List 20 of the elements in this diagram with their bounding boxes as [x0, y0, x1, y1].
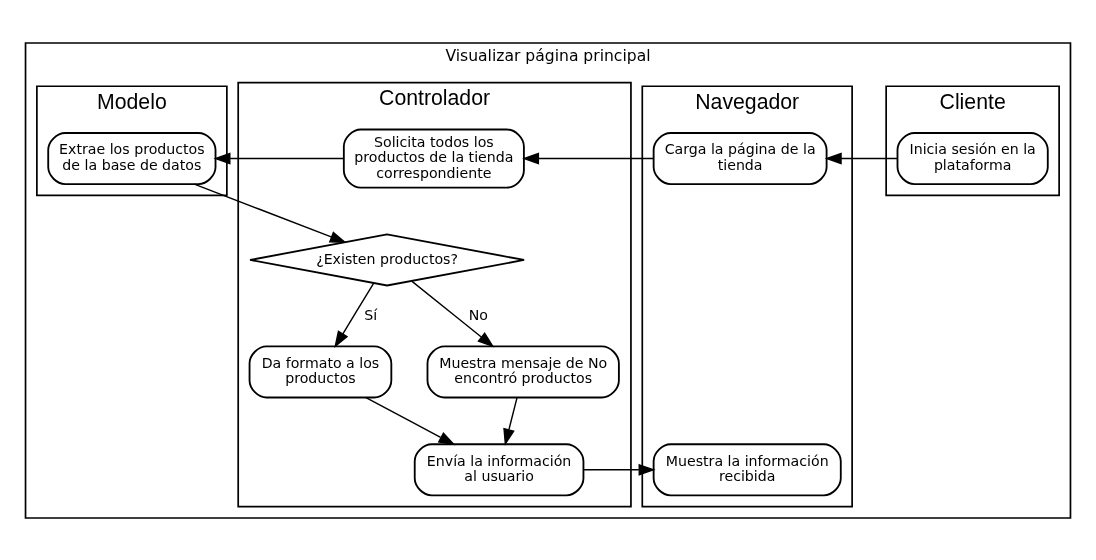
arrow [522, 152, 654, 165]
edge-label: Sí [364, 305, 378, 322]
arrow [213, 152, 345, 165]
arrow [503, 396, 518, 446]
node-box: Extrae los productos de la base de datos [47, 131, 217, 185]
node-box: Da formato a los productos [248, 345, 393, 398]
node-box: Muestra mensaje de No encontró productos [426, 345, 620, 398]
edge-label: No [468, 305, 489, 322]
arrow [334, 282, 375, 348]
node-box: Carga la página de la tienda [652, 131, 828, 185]
node-box: Muestra la información recibida [652, 442, 842, 496]
arrow [583, 463, 656, 476]
node-box: Solicita todos los productos de la tienda correspondiente [342, 128, 525, 189]
arrow [824, 152, 899, 165]
node-diamond: ¿Existen productos? [249, 233, 525, 286]
node-box: Inicia sesión en la plataforma [896, 131, 1049, 185]
arrow [193, 182, 347, 243]
arrow [411, 280, 495, 347]
arrow [365, 396, 456, 445]
node-box: Envía la información al usuario [413, 442, 585, 496]
